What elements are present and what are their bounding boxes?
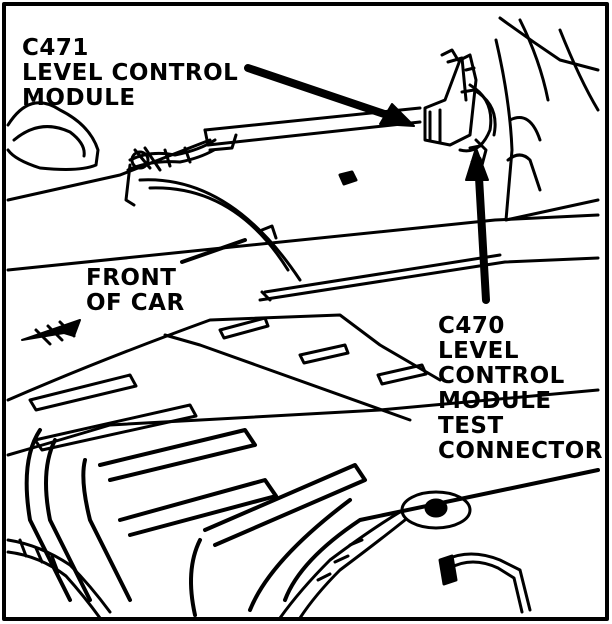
c470-label-line5: CONNECTOR [438,438,603,464]
front-label-line2: OF CAR [86,290,185,316]
front-label-line1: FRONT [86,265,177,291]
floor-ribs [24,428,600,617]
c471-label: C471 LEVEL CONTROL MODULE [22,36,238,111]
jack-hose [438,552,532,614]
trunk-floor-lines [6,213,600,457]
c470-label-line4: TEST [438,413,504,439]
wheelhouse-curve [138,178,302,282]
spare-well [278,490,472,620]
c470-label: C470 LEVEL CONTROL MODULE TEST CONNECTOR [438,314,603,464]
front-direction-arrow-icon [21,319,81,346]
c470-connector-id: C470 [438,313,505,339]
c471-label-line1: LEVEL CONTROL [22,60,239,86]
lower-harness [6,538,112,620]
c470-label-line2: CONTROL [438,363,565,389]
c471-label-line2: MODULE [22,85,136,111]
c471-pointer [244,64,415,127]
rear-window-outline [6,101,212,202]
c470-label-line3: MODULE [438,388,552,414]
quarter-panel-outline [494,16,600,222]
floor-slots [28,316,428,452]
c470-label-line1: LEVEL [438,338,520,364]
front-pointer-lines [180,238,247,264]
level-control-module-icon [423,48,497,153]
c471-connector-id: C471 [22,35,89,61]
c470-pointer [465,147,490,304]
front-of-car-label: FRONT OF CAR [86,266,185,316]
bolt-icon [338,170,358,186]
wiring-harness [124,138,217,207]
